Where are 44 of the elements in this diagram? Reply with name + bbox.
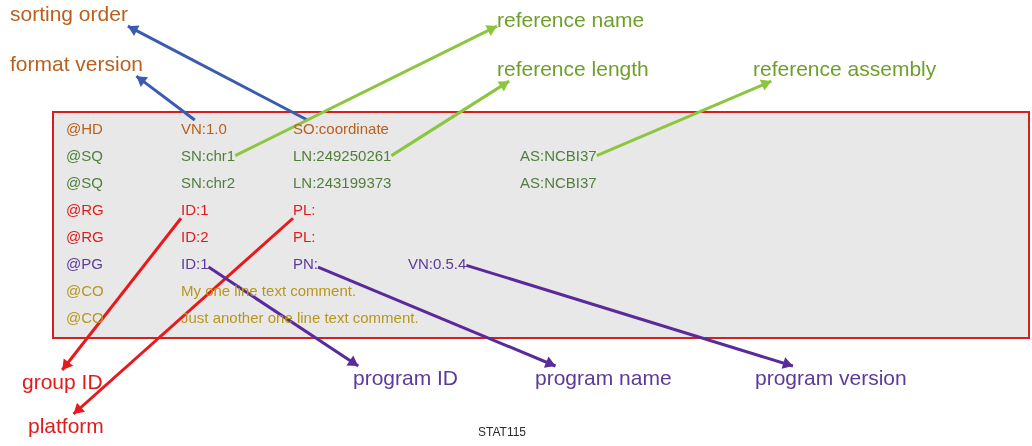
leader-line — [72, 217, 294, 416]
header-field: SN:chr1 — [181, 147, 236, 165]
annotation-label: sorting order — [10, 2, 128, 27]
record-tag: @SQ — [66, 147, 103, 165]
leader-line — [207, 265, 360, 368]
leader-line — [234, 24, 498, 157]
header-field: PL: — [293, 228, 316, 246]
record-tag: @CO — [66, 309, 104, 327]
header-field: VN:0.5.4 — [408, 255, 467, 273]
leader-line — [127, 24, 309, 122]
header-field: AS:NCBI37 — [520, 147, 597, 165]
header-field: ID:1 — [181, 255, 209, 273]
header-field: PN: — [293, 255, 318, 273]
record-tag: @SQ — [66, 174, 103, 192]
header-field: AS:NCBI37 — [520, 174, 597, 192]
leader-line — [135, 74, 196, 122]
annotation-label: group ID — [22, 370, 103, 395]
annotation-label: format version — [10, 52, 144, 77]
header-field: ID:2 — [181, 228, 209, 246]
annotation-label: reference assembly — [753, 57, 937, 82]
annotation-label: reference name — [497, 8, 645, 33]
record-tag: @CO — [66, 282, 104, 300]
header-field: ID:1 — [181, 201, 209, 219]
leader-line — [61, 217, 183, 371]
header-field: LN:249250261 — [293, 147, 392, 165]
annotation-label: program ID — [353, 366, 459, 391]
record-tag: @HD — [66, 120, 103, 138]
record-tag: @RG — [66, 228, 104, 246]
annotation-label: reference length — [497, 57, 649, 82]
header-field: VN:1.0 — [181, 120, 227, 138]
leader-line — [465, 263, 794, 369]
annotation-label: platform — [28, 414, 104, 439]
header-field: SN:chr2 — [181, 174, 236, 192]
record-tag: @RG — [66, 201, 104, 219]
header-field: SO:coordinate — [293, 120, 389, 138]
header-field: LN:243199373 — [293, 174, 392, 192]
leader-line — [596, 79, 772, 157]
annotation-label: program version — [755, 366, 907, 391]
record-tag: @PG — [66, 255, 103, 273]
leader-line — [390, 79, 510, 157]
annotation-label: program name — [535, 366, 672, 391]
header-field: PL: — [293, 201, 316, 219]
footer-text: STAT115 — [478, 426, 527, 440]
leader-line — [317, 265, 557, 368]
